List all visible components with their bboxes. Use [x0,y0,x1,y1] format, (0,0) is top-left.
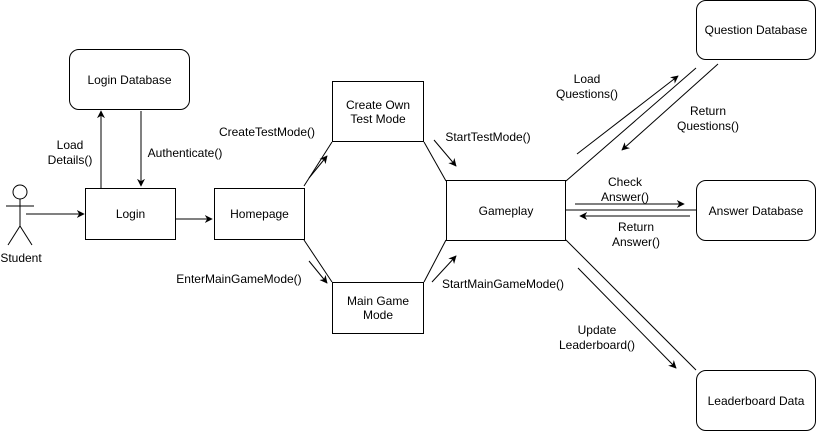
connector-gameplay-leaderboard [565,239,697,371]
start-test-mode-label: StartTestMode() [445,130,531,144]
login-label: Login [115,207,146,221]
connector-octagon-lower-left [303,239,333,283]
gameplay-node: Gameplay [446,180,566,241]
authenticate-label: Authenticate() [147,146,223,160]
create-own-test-mode-label: Create Own Test Mode [345,97,411,126]
main-game-mode-label: Main Game Mode [346,294,410,322]
arrow-update-leaderboard [577,267,677,369]
connector-gameplay-question-db [565,67,697,182]
leaderboard-data-node: Leaderboard Data [696,370,816,431]
student-actor-label: Student [0,251,42,265]
return-answer-label: Return Answer() [611,220,660,249]
arrow-load-questions [576,75,679,155]
create-test-mode-label: CreateTestMode() [218,125,316,139]
question-database-label: Question Database [704,23,808,37]
create-own-test-mode-node: Create Own Test Mode [332,81,424,142]
update-leaderboard-label: Update Leaderboard() [558,323,636,352]
enter-main-game-mode-label: EnterMainGameMode() [176,272,302,286]
connector-octagon-upper-left [303,141,333,187]
gameplay-label: Gameplay [478,203,534,218]
question-database-node: Question Database [696,0,816,60]
load-details-label: Load Details() [47,138,93,167]
login-database-label: Login Database [87,72,172,87]
arrow-start-main-game-mode [431,255,457,283]
student-actor-icon [6,184,34,246]
arrow-start-test-mode [433,139,457,167]
check-answer-label: Check Answer() [600,175,649,204]
login-node: Login [85,188,176,240]
homepage-label: Homepage [230,207,289,221]
arrow-return-questions [621,63,719,151]
answer-database-node: Answer Database [696,180,816,241]
login-database-node: Login Database [69,49,190,110]
leaderboard-data-label: Leaderboard Data [707,393,805,408]
return-questions-label: Return Questions() [676,104,740,133]
start-main-game-mode-label: StartMainGameMode() [441,277,565,291]
main-game-mode-node: Main Game Mode [332,282,424,334]
answer-database-label: Answer Database [708,203,804,218]
load-questions-label: Load Questions() [555,72,619,101]
connector-octagon-upper-right [423,141,447,182]
arrow-enter-main-game-mode [308,260,328,284]
connector-octagon-lower-right [423,239,447,283]
homepage-node: Homepage [214,188,305,240]
